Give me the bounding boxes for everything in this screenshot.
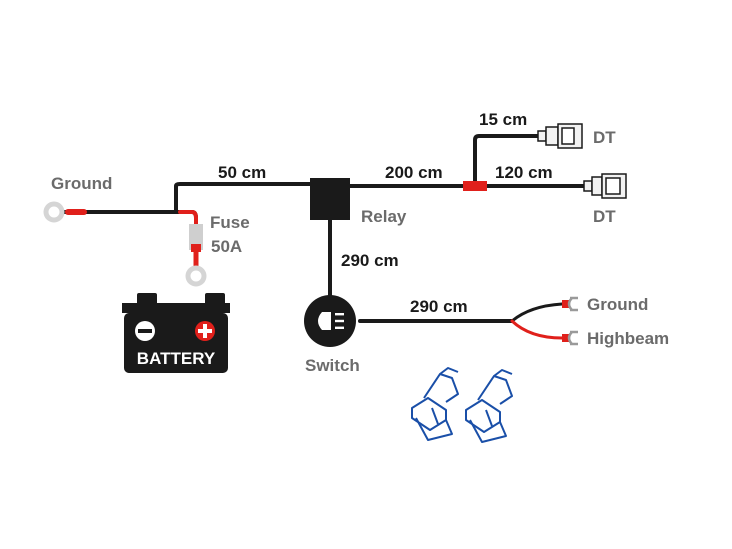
- fuse-holder: [189, 224, 203, 252]
- label-fuse: Fuse: [210, 213, 250, 232]
- length-switch-to-output: 290 cm: [410, 297, 468, 316]
- output-highbeam-branch: [510, 319, 564, 340]
- label-battery: BATTERY: [137, 349, 216, 368]
- wire-tap-clip-icon-2: [465, 369, 513, 443]
- label-switch: Switch: [305, 356, 360, 375]
- label-ground-right: Ground: [587, 295, 648, 314]
- output-ground-terminal: [562, 296, 578, 312]
- battery-ring-terminal: [185, 265, 207, 287]
- output-ground-branch: [510, 302, 564, 323]
- label-fuse-rating: 50A: [211, 237, 242, 256]
- label-relay: Relay: [361, 207, 407, 226]
- split-junction: [463, 181, 487, 191]
- main-wire: [174, 182, 314, 214]
- fuse-wire-red-top: [178, 210, 198, 226]
- length-battery-to-relay: 50 cm: [218, 163, 266, 182]
- length-relay-to-split: 200 cm: [385, 163, 443, 182]
- length-split-to-top-dt: 15 cm: [479, 110, 527, 129]
- relay-box: [310, 178, 350, 220]
- dt-connector-top: [537, 123, 583, 149]
- length-relay-to-switch: 290 cm: [341, 251, 399, 270]
- ground-ring-terminal: [43, 201, 65, 223]
- label-ground-left: Ground: [51, 174, 112, 193]
- battery-icon: [122, 293, 230, 373]
- wire-tap-clip-icon: [411, 367, 459, 441]
- label-highbeam: Highbeam: [587, 329, 669, 348]
- split-to-top-dt-wire: [473, 134, 542, 188]
- output-highbeam-terminal: [562, 330, 578, 346]
- dt-connector-bottom: [583, 173, 627, 199]
- headlight-switch-icon: [304, 295, 356, 347]
- label-dt-bottom: DT: [593, 207, 616, 226]
- label-dt-top: DT: [593, 128, 616, 147]
- length-split-to-bottom-dt: 120 cm: [495, 163, 553, 182]
